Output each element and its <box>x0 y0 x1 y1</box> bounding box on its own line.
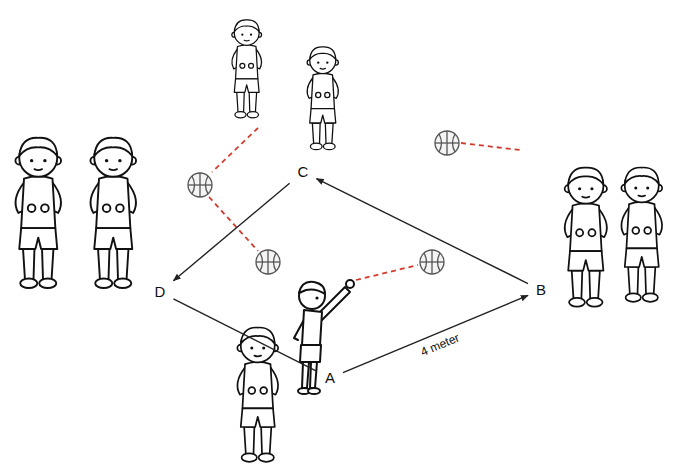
position-label: B <box>531 279 551 301</box>
child-figure <box>307 47 338 150</box>
position-label: C <box>293 161 314 183</box>
child-figure <box>232 20 262 118</box>
distance-label: 4 meter <box>417 330 464 360</box>
child-figure <box>15 138 61 288</box>
pass-direction-arrow <box>343 295 528 372</box>
child-figure <box>621 168 662 302</box>
pass-path <box>356 265 418 280</box>
pass-path <box>212 128 258 172</box>
position-letter: A <box>325 369 335 387</box>
position-letter: C <box>298 163 309 181</box>
pass-direction-arrow <box>316 179 528 284</box>
position-label: D <box>150 281 171 303</box>
basketball <box>256 250 280 274</box>
basketball <box>420 250 444 274</box>
position-label: A <box>320 367 340 389</box>
child-figure <box>237 328 278 462</box>
throwing-child <box>294 280 354 394</box>
child-figure <box>90 138 136 288</box>
basketball <box>188 173 212 197</box>
pass-path <box>209 197 258 251</box>
position-letter: B <box>536 281 546 299</box>
pass-direction-arrow <box>173 299 317 372</box>
pass-path <box>461 143 520 150</box>
basketball <box>435 131 459 155</box>
child-figure <box>565 168 607 307</box>
position-letter: D <box>155 283 166 301</box>
pass-direction-arrow <box>173 183 289 280</box>
